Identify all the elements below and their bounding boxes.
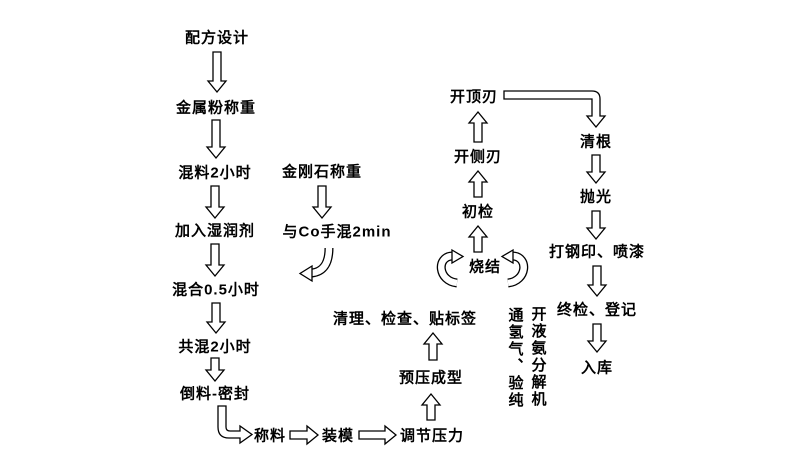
arrow-weigh-to-mold: [289, 424, 320, 446]
node-clean-inspect-label: 清理、检查、贴标签: [332, 310, 478, 328]
arrow-diamond-to-handmix: [311, 185, 333, 220]
arrow-adjust-to-prepress: [420, 392, 442, 421]
arrow-wetting-to-blendhalf: [204, 243, 226, 278]
arrow-root-to-polish: [585, 154, 607, 185]
node-formula-design: 配方设计: [184, 29, 250, 47]
arrow-curl-left-head: [451, 248, 465, 265]
node-co-blend-2h: 共混2小时: [178, 338, 252, 356]
node-weigh-material: 称料: [253, 427, 287, 445]
arrow-mold-to-adjust: [358, 424, 398, 446]
arrow-sideedge-to-topedge: [467, 110, 489, 143]
arrow-blendhalf-to-coblend: [205, 302, 227, 335]
arrow-coblend-to-pourseal: [204, 357, 226, 383]
node-hydrogen-purity-check: 通氢气、验纯: [506, 307, 524, 409]
node-initial-inspection: 初检: [461, 203, 495, 221]
node-final-check-register: 终检、登记: [556, 301, 638, 319]
arrow-polish-to-stamp: [585, 210, 607, 241]
node-sintering: 烧结: [468, 258, 502, 276]
node-mix-2h: 混料2小时: [178, 164, 252, 182]
arrow-mix2h-to-wetting: [204, 185, 226, 220]
arrow-curl-right-inner: [507, 252, 527, 287]
arrow-final-to-warehouse: [586, 323, 608, 354]
arrow-prepress-to-clean: [422, 331, 444, 361]
node-add-wetting-agent: 加入湿润剂: [174, 222, 256, 240]
node-load-mold: 装模: [321, 427, 355, 445]
node-hand-mix-with-co: 与Co手混2min: [282, 223, 392, 241]
node-polishing: 抛光: [579, 188, 613, 206]
arrow-pourseal-to-weigh-elbow: [217, 405, 254, 445]
arrow-metalpowder-to-mix2h: [205, 119, 227, 160]
arrow-stamp-to-final: [586, 265, 608, 298]
arrow-initial-to-sideedge: [467, 169, 489, 198]
arrow-handmix-hook-head: [298, 264, 313, 283]
arrow-formula-to-metalpowder: [206, 51, 228, 94]
node-ammonia-decomposer: 开液氨分解机: [529, 306, 547, 408]
arrow-topedge-to-root-elbow: [503, 90, 607, 129]
node-blend-half-hour: 混合0.5小时: [172, 281, 260, 299]
node-adjust-pressure: 调节压力: [399, 427, 465, 445]
node-diamond-weighing: 金刚石称重: [281, 163, 363, 181]
arrow-sinter-to-initial: [467, 224, 489, 253]
node-open-side-edge: 开侧刃: [453, 148, 503, 166]
arrow-curl-left-inner: [438, 252, 458, 287]
node-stamp-and-paint: 打钢印、喷漆: [548, 243, 646, 261]
node-metal-powder-weighing: 金属粉称重: [175, 99, 257, 117]
node-open-top-edge: 开顶刃: [449, 88, 499, 106]
node-pour-and-seal: 倒料-密封: [180, 385, 250, 403]
node-warehousing: 入库: [580, 359, 614, 377]
arrow-curl-right-head: [500, 248, 514, 265]
arrow-handmix-hook-inner: [311, 247, 333, 277]
node-root-cleaning: 清根: [579, 133, 613, 151]
node-pre-press-forming: 预压成型: [398, 369, 464, 387]
